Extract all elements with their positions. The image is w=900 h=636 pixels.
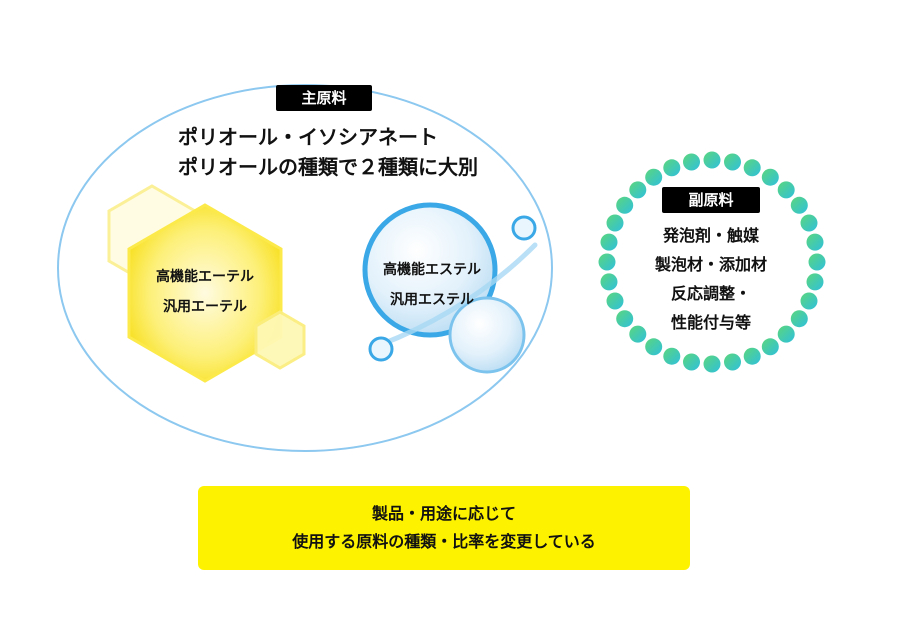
orbit-ring bbox=[377, 242, 538, 348]
bead bbox=[777, 325, 795, 343]
ether-line-1: 高機能エーテル bbox=[156, 269, 254, 285]
sub-materials-bead-ring bbox=[598, 151, 826, 373]
headline-line-2: ポリオールの種類で２種類に大別 bbox=[178, 155, 478, 179]
sphere-right bbox=[448, 296, 526, 374]
bead bbox=[616, 310, 634, 328]
bead bbox=[743, 347, 761, 365]
sub-line-2: 製泡材・添加材 bbox=[654, 255, 767, 274]
bead bbox=[645, 168, 663, 186]
ether-line-2: 汎用エーテル bbox=[163, 299, 247, 315]
ester-sphere-cluster bbox=[362, 202, 538, 374]
bead bbox=[606, 214, 624, 232]
bead bbox=[598, 253, 616, 271]
bead bbox=[663, 159, 681, 177]
bead bbox=[761, 168, 779, 186]
ester-line-2: 汎用エステル bbox=[390, 292, 474, 308]
bead bbox=[600, 233, 618, 251]
bead bbox=[800, 292, 818, 310]
sub-line-4: 性能付与等 bbox=[670, 313, 751, 332]
main-materials-label: 主原料 bbox=[276, 85, 372, 111]
sub-line-3: 反応調整・ bbox=[670, 284, 751, 303]
bead bbox=[790, 196, 808, 214]
bead bbox=[790, 310, 808, 328]
ether-hexagon-cluster bbox=[107, 184, 306, 383]
ester-text: 高機能エステル 汎用エステル bbox=[372, 255, 492, 315]
bead bbox=[616, 196, 634, 214]
ester-line-1: 高機能エステル bbox=[383, 262, 481, 278]
bead bbox=[724, 153, 741, 171]
sub-materials-text: 発泡剤・触媒 製泡材・添加材 反応調整・ 性能付与等 bbox=[640, 221, 782, 337]
main-materials-headline: ポリオール・イソシアネート ポリオールの種類で２種類に大別 bbox=[178, 122, 478, 182]
banner-line-1: 製品・用途に応じて bbox=[371, 504, 516, 523]
bead bbox=[683, 353, 700, 371]
sub-materials-label: 副原料 bbox=[662, 187, 760, 213]
orbit-bead-left bbox=[368, 336, 394, 362]
sub-line-1: 発泡剤・触媒 bbox=[662, 226, 759, 245]
bead bbox=[806, 233, 824, 251]
bead bbox=[800, 214, 818, 232]
orbit-bead-top bbox=[511, 215, 537, 241]
bead bbox=[703, 151, 721, 169]
bead bbox=[606, 292, 624, 310]
bead bbox=[777, 181, 795, 199]
banner-line-2: 使用する原料の種類・比率を変更している bbox=[292, 532, 596, 551]
bead bbox=[743, 159, 761, 177]
bead bbox=[629, 325, 647, 343]
summary-banner: 製品・用途に応じて 使用する原料の種類・比率を変更している bbox=[198, 486, 690, 570]
bead bbox=[724, 353, 741, 371]
headline-line-1: ポリオール・イソシアネート bbox=[178, 125, 438, 149]
hexagon-small bbox=[254, 310, 306, 370]
bead bbox=[703, 355, 721, 373]
bead bbox=[645, 338, 663, 356]
bead bbox=[761, 338, 779, 356]
bead bbox=[806, 273, 824, 291]
bead bbox=[683, 153, 700, 171]
ether-text: 高機能エーテル 汎用エーテル bbox=[138, 262, 272, 322]
bead bbox=[808, 253, 826, 271]
hexagon-main bbox=[127, 203, 283, 383]
bead bbox=[663, 347, 681, 365]
bead bbox=[600, 273, 618, 291]
bead bbox=[629, 181, 647, 199]
